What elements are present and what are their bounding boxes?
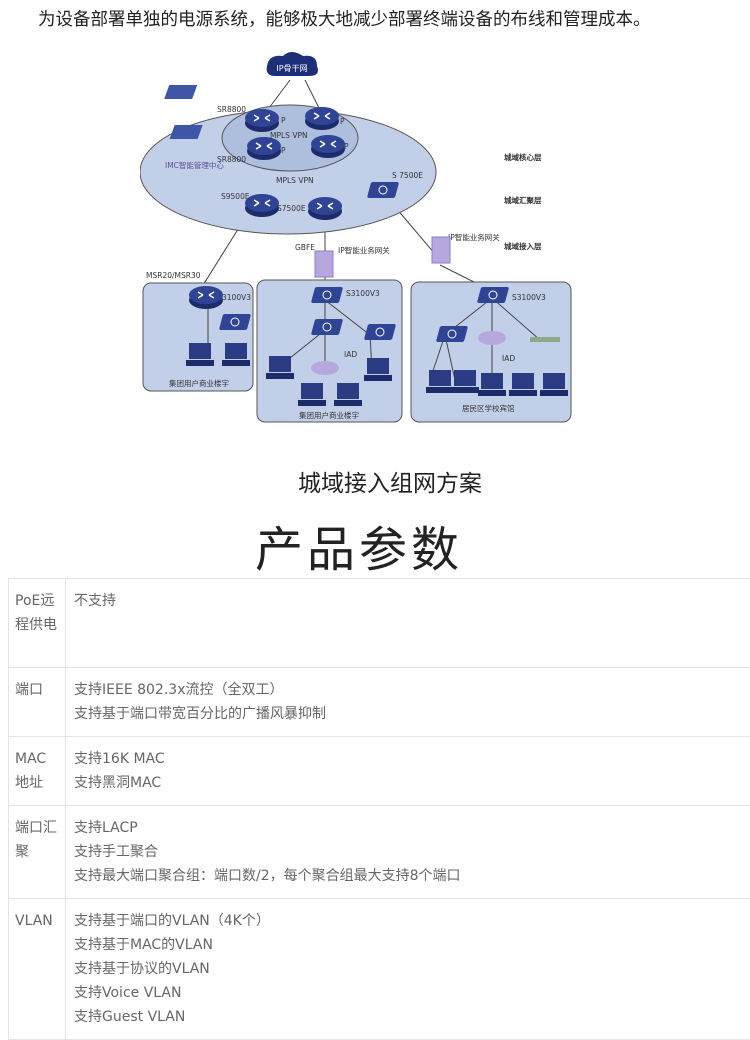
imc-label: IMC智能管理中心 xyxy=(165,160,224,170)
param-value: 支持Voice VLAN xyxy=(74,981,750,1005)
param-value: 支持基于端口带宽百分比的广播风暴抑制 xyxy=(74,702,750,726)
sr8800-label: SR8800 xyxy=(217,105,246,114)
gateway-label: IP智能业务网关 xyxy=(338,245,390,255)
param-key: 端口 xyxy=(9,668,66,737)
param-value: 支持黑洞MAC xyxy=(74,771,750,795)
param-key: 端口汇聚 xyxy=(9,806,66,899)
param-value: 支持基于端口的VLAN（4K个） xyxy=(74,909,750,933)
p-label: P xyxy=(281,116,286,125)
msr-label: MSR20/MSR30 xyxy=(146,271,201,280)
table-row: PoE远程供电不支持 xyxy=(9,579,750,668)
p-label: P xyxy=(281,146,286,155)
param-value: 支持16K MAC xyxy=(74,747,750,771)
p-label: P xyxy=(344,142,349,151)
diagram-caption: 城域接入组网方案 xyxy=(0,464,750,498)
params-table: PoE远程供电不支持 端口支持IEEE 802.3x流控（全双工）支持基于端口带… xyxy=(8,578,750,1040)
param-value: 不支持 xyxy=(74,589,750,613)
mpls-inner-label: MPLS VPN xyxy=(270,131,308,140)
param-value: 支持LACP xyxy=(74,816,750,840)
section-title: 产品参数 xyxy=(0,510,718,580)
param-value: 支持IEEE 802.3x流控（全双工） xyxy=(74,678,750,702)
param-value: 支持最大端口聚合组：端口数/2，每个聚合组最大支持8个端口 xyxy=(74,864,750,888)
p-label: P xyxy=(340,117,345,126)
cloud-label: IP骨干网 xyxy=(276,64,307,73)
network-diagram: IP骨干网 SR8800 SR8800 P P P P MPLS VPN MPL… xyxy=(140,50,590,430)
s7500e-right-label: S 7500E xyxy=(392,171,423,180)
access-layer-label: 城域接入层 xyxy=(504,241,542,251)
param-key: MAC地址 xyxy=(9,737,66,806)
s9500e-label: S9500E xyxy=(221,192,250,201)
gbfe-label: GBFE xyxy=(295,243,315,252)
param-value: 支持基于协议的VLAN xyxy=(74,957,750,981)
s7500e-label: S7500E xyxy=(277,204,306,213)
param-value: 支持手工聚合 xyxy=(74,840,750,864)
mpls-outer-label: MPLS VPN xyxy=(276,176,314,185)
intro-text: 为设备部署单独的电源系统，能够极大地减少部署终端设备的布线和管理成本。 xyxy=(38,6,651,31)
iad-label: IAD xyxy=(344,350,357,359)
core-layer-label: 城域核心层 xyxy=(504,152,542,162)
param-value: 支持Guest VLAN xyxy=(74,1005,750,1029)
param-key: PoE远程供电 xyxy=(9,579,66,668)
param-value: 支持基于MAC的VLAN xyxy=(74,933,750,957)
agg-layer-label: 城域汇聚层 xyxy=(504,195,542,205)
iad-label: IAD xyxy=(502,354,515,363)
box-label: 集团用户商业楼宇 xyxy=(299,410,359,420)
switch-label: 3100V3 xyxy=(222,293,251,302)
box-label: 居民区学校宾馆 xyxy=(462,403,515,413)
gateway-label: IP智能业务网关 xyxy=(448,232,500,242)
switch-label: S3100V3 xyxy=(512,293,546,302)
table-row: 端口支持IEEE 802.3x流控（全双工）支持基于端口带宽百分比的广播风暴抑制 xyxy=(9,668,750,737)
box-label: 集团用户商业楼宇 xyxy=(169,378,229,388)
switch-label: S3100V3 xyxy=(346,289,380,298)
param-key: VLAN xyxy=(9,899,66,1040)
